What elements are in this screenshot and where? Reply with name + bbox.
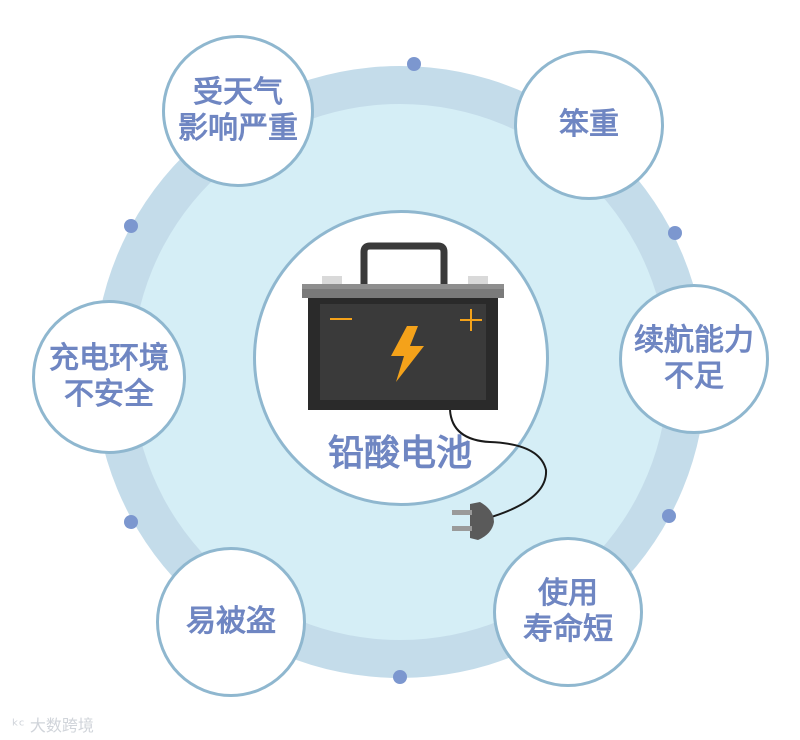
center-label: 铅酸电池: [327, 433, 472, 474]
watermark-logo-icon: ᵏᶜ: [12, 716, 25, 735]
node-lifespan: 使用 寿命短: [493, 537, 643, 687]
node-lifespan-line1: 使用: [538, 576, 598, 611]
ring-dot: [124, 515, 138, 529]
watermark: ᵏᶜ 大数跨境: [12, 712, 94, 736]
node-theft-label: 易被盗: [186, 604, 276, 639]
ring-dot: [662, 509, 676, 523]
node-weather-line1: 受天气: [193, 75, 283, 110]
ring-dot: [668, 226, 682, 240]
node-heavy: 笨重: [514, 50, 664, 200]
node-weather: 受天气 影响严重: [162, 35, 314, 187]
ring-dot: [393, 670, 407, 684]
node-charging-line2: 不安全: [64, 377, 154, 412]
node-range-line1: 续航能力: [634, 323, 754, 358]
node-theft: 易被盗: [156, 547, 306, 697]
ring-dot: [407, 57, 421, 71]
node-lifespan-line2: 寿命短: [523, 612, 613, 647]
node-charging-line1: 充电环境: [49, 341, 169, 376]
node-weather-line2: 影响严重: [178, 111, 298, 146]
watermark-text: 大数跨境: [29, 716, 94, 735]
node-range: 续航能力 不足: [619, 284, 769, 434]
node-range-line2: 不足: [664, 359, 724, 394]
lightning-bolt-icon: [391, 326, 424, 382]
node-charging: 充电环境 不安全: [32, 300, 186, 454]
ring-dot: [124, 219, 138, 233]
plug-icon: [452, 502, 494, 540]
node-heavy-label: 笨重: [559, 107, 619, 142]
